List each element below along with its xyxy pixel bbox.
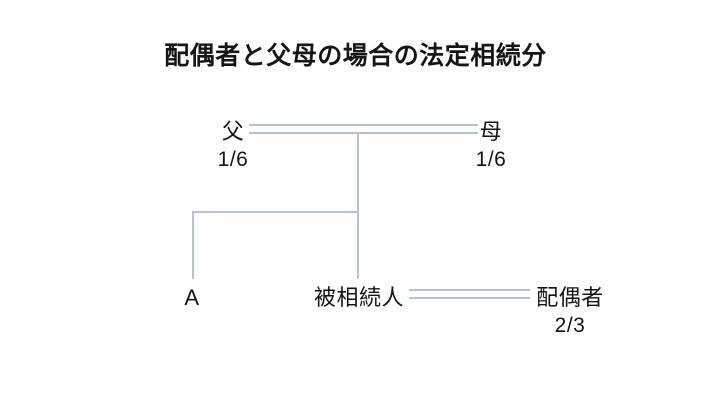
node-spouse-label: 配偶者 xyxy=(536,285,604,310)
sibling-crossbar-line xyxy=(192,211,359,213)
page-title: 配偶者と父母の場合の法定相続分 xyxy=(164,42,547,70)
node-mother-label: 母 xyxy=(479,119,503,144)
node-mother: 母 1/6 xyxy=(454,120,528,171)
node-spouse: 配偶者 2/3 xyxy=(522,286,618,337)
marriage-line-parents-lower xyxy=(249,132,478,134)
descent-line-to-child-a xyxy=(192,211,194,279)
node-mother-share: 1/6 xyxy=(475,148,507,172)
descent-line-stem xyxy=(357,133,359,213)
node-father-share: 1/6 xyxy=(217,148,249,172)
descent-line-to-decedent xyxy=(357,211,359,279)
node-decedent-label: 被相続人 xyxy=(313,285,404,310)
marriage-line-parents-upper xyxy=(249,124,478,126)
node-child-a-label: A xyxy=(184,285,200,310)
node-father-label: 父 xyxy=(221,119,245,144)
marriage-line-spouse-upper xyxy=(409,289,530,291)
node-decedent: 被相続人 xyxy=(300,286,418,309)
node-child-a: A xyxy=(160,286,224,309)
node-spouse-share: 2/3 xyxy=(554,314,586,338)
marriage-line-spouse-lower xyxy=(409,297,530,299)
node-father: 父 1/6 xyxy=(196,120,270,171)
